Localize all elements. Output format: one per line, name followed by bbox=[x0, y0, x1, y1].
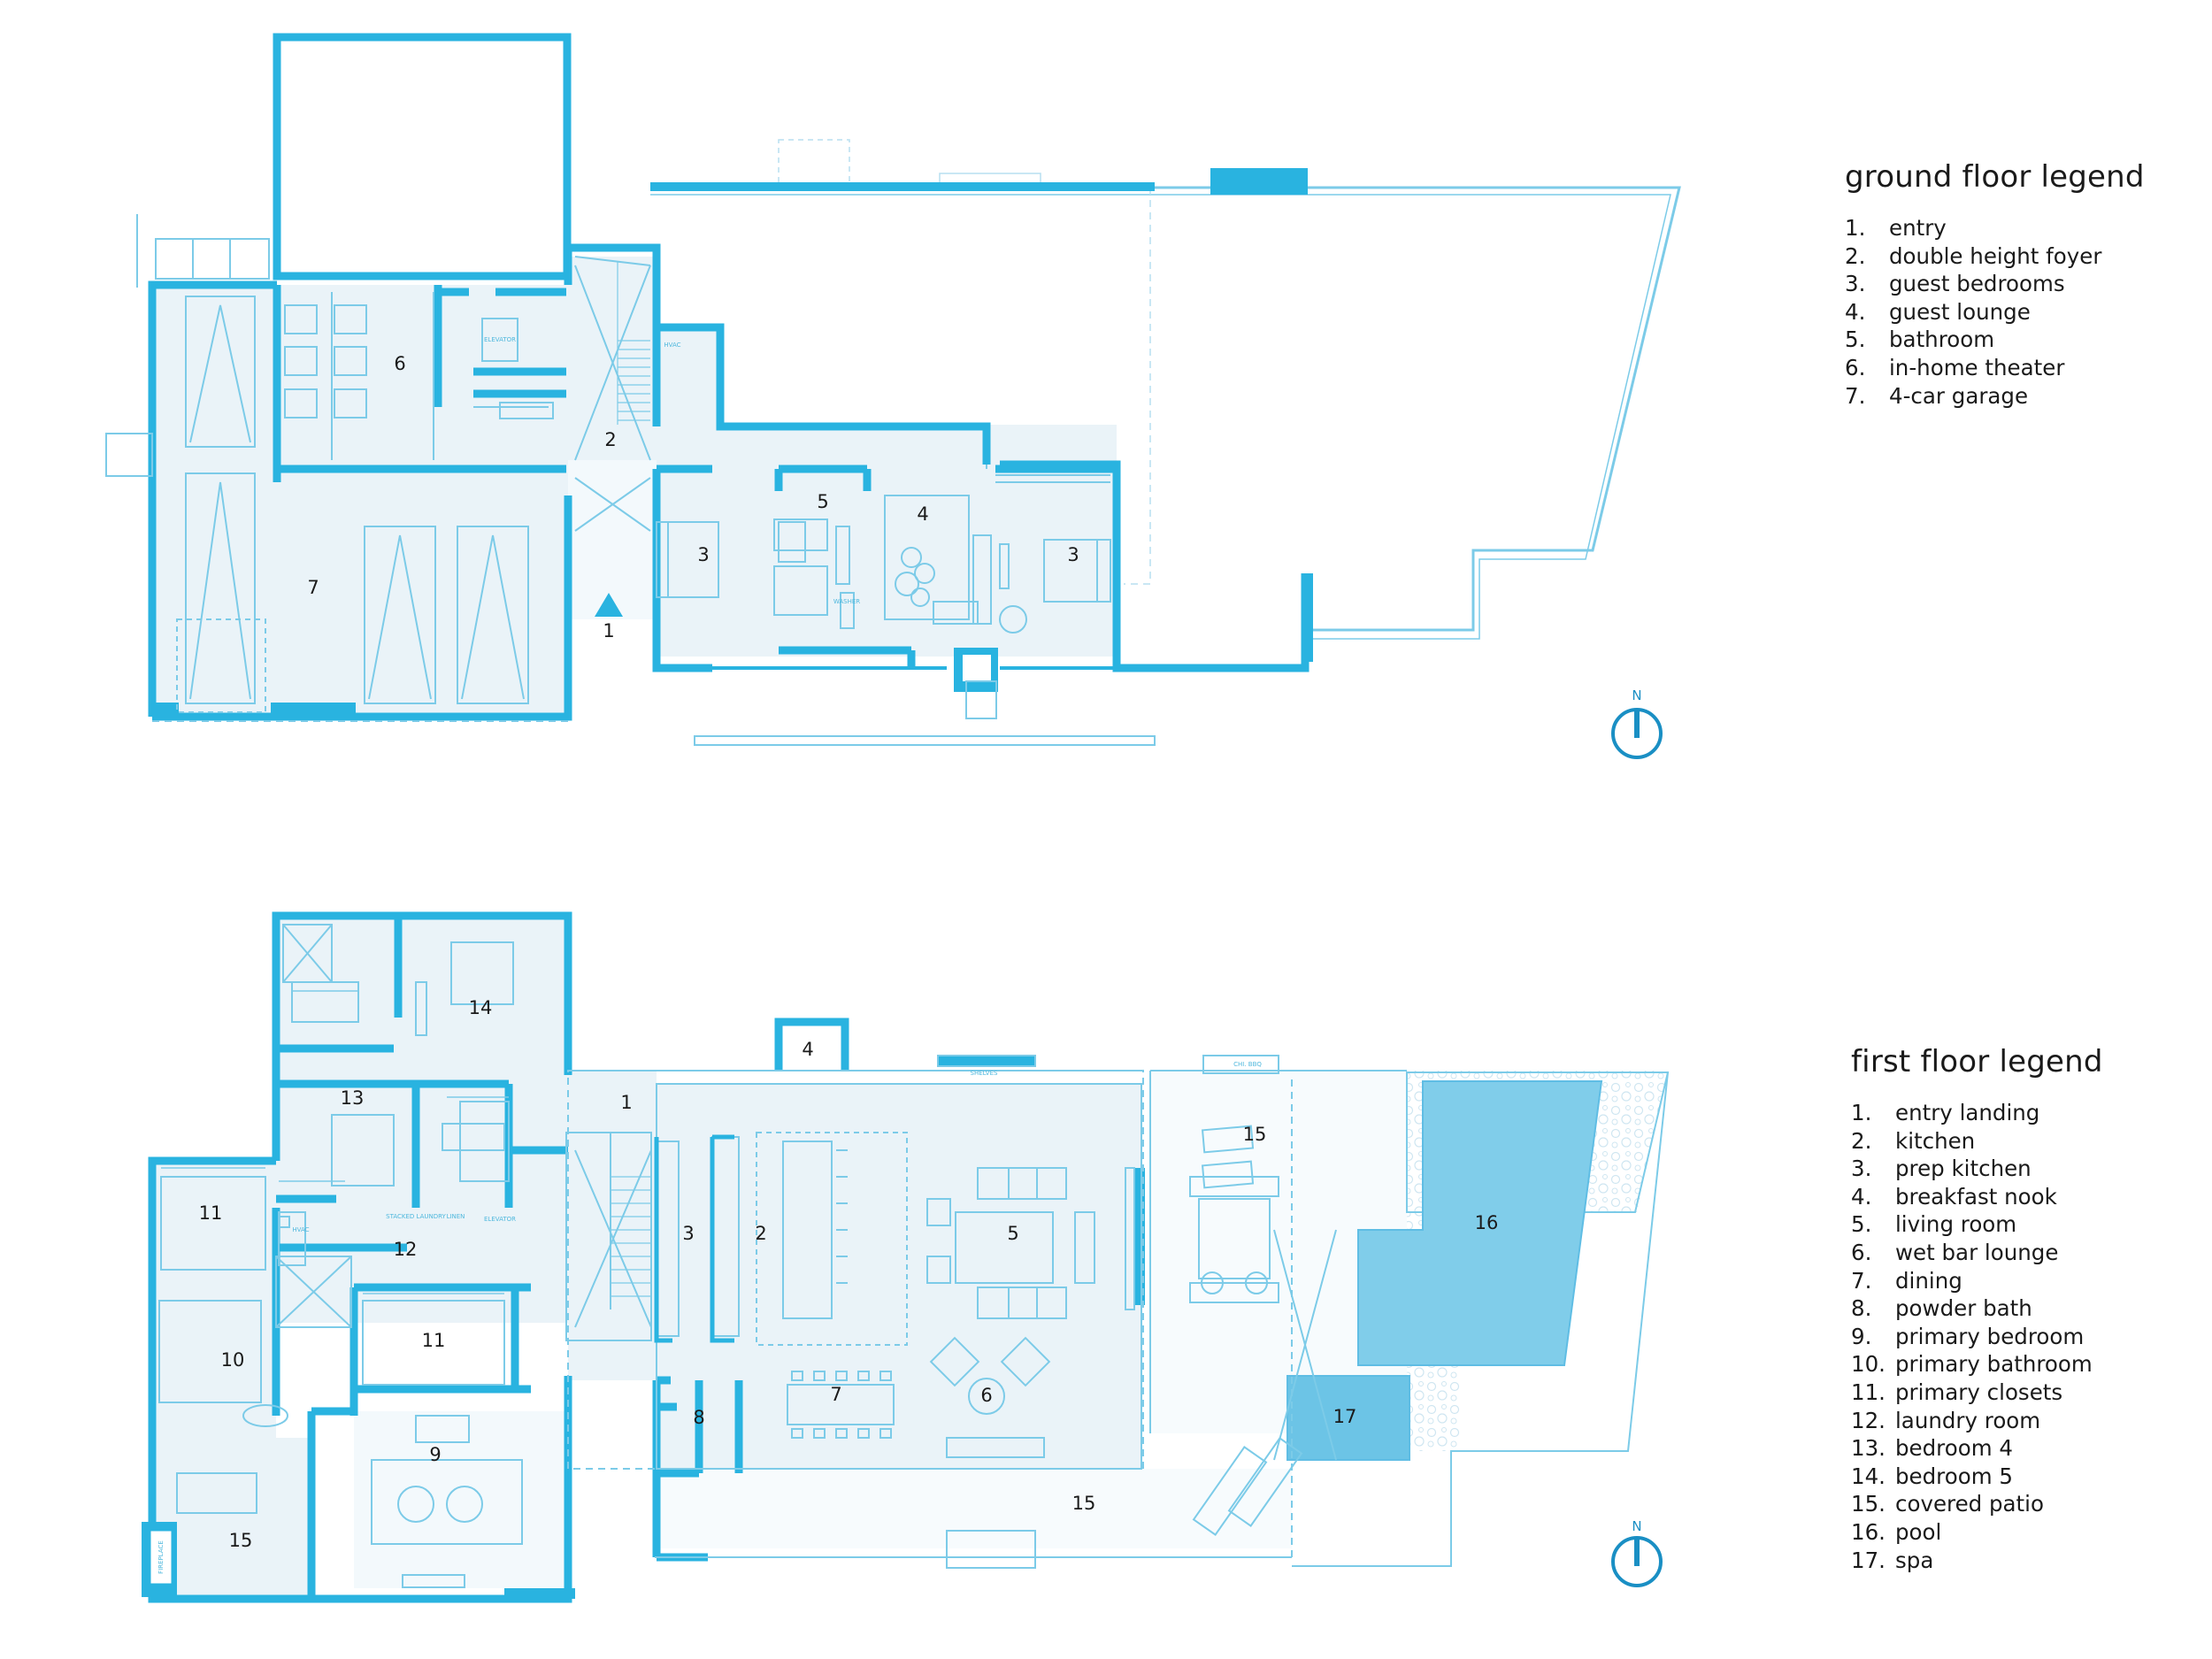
first-room-label: 14 bbox=[469, 997, 493, 1018]
ground-washer-label: WASHER bbox=[833, 598, 860, 605]
ground-floor-plan: ELEVATOR HVAC WASHE bbox=[105, 33, 1681, 759]
legend-item: 9.primary bedroom bbox=[1851, 1323, 2085, 1349]
ground-room-label: 3 bbox=[697, 544, 709, 565]
ground-room-label: 6 bbox=[394, 353, 405, 374]
ground-hvac-label: HVAC bbox=[664, 342, 680, 349]
legend-item: 6.wet bar lounge bbox=[1851, 1239, 2059, 1265]
legend-item: 16.pool bbox=[1851, 1518, 1942, 1545]
first-room-label: 8 bbox=[693, 1407, 704, 1428]
svg-text:N: N bbox=[1632, 687, 1641, 703]
ground-legend-list: 1.entry 2.double height foyer 3.guest be… bbox=[1845, 214, 2145, 410]
first-room-label: 3 bbox=[682, 1223, 694, 1244]
ground-floor-legend: ground floor legend 1.entry 2.double hei… bbox=[1845, 159, 2145, 410]
legend-item: 11.primary closets bbox=[1851, 1379, 2063, 1405]
legend-item: 6.in-home theater bbox=[1845, 354, 2065, 380]
legend-item: 12.laundry room bbox=[1851, 1407, 2041, 1433]
legend-item: 5.bathroom bbox=[1845, 326, 1995, 353]
ground-room-label: 5 bbox=[817, 491, 828, 512]
first-room-label: 9 bbox=[429, 1444, 441, 1465]
ground-elevator-label: ELEVATOR bbox=[484, 336, 516, 343]
first-room-label: 2 bbox=[755, 1223, 766, 1244]
legend-item: 17.spa bbox=[1851, 1547, 1934, 1573]
ground-room-label: 7 bbox=[307, 577, 319, 598]
ground-room-label: 2 bbox=[604, 429, 616, 450]
legend-item: 5.living room bbox=[1851, 1211, 2017, 1238]
legend-item: 1.entry landing bbox=[1851, 1100, 2040, 1125]
first-floor-plan: FIREPLACE SHELVES CHI. BBQ bbox=[142, 911, 1670, 1603]
legend-item: 15.covered patio bbox=[1851, 1491, 2044, 1517]
first-hvac-label: HVAC bbox=[292, 1226, 309, 1233]
first-room-label: 13 bbox=[341, 1087, 365, 1109]
legend-item: 14.bedroom 5 bbox=[1851, 1463, 2013, 1489]
ground-north-arrow-icon: N bbox=[1611, 687, 1663, 759]
legend-item: 4.breakfast nook bbox=[1851, 1183, 2057, 1210]
first-room-label: 15 bbox=[1072, 1493, 1096, 1514]
legend-item: 3.prep kitchen bbox=[1851, 1156, 2032, 1182]
pool bbox=[1357, 1080, 1603, 1366]
legend-item: 2.kitchen bbox=[1851, 1127, 1976, 1154]
first-room-label: 11 bbox=[422, 1330, 446, 1351]
first-room-label: 12 bbox=[394, 1239, 418, 1260]
legend-item: 13.bedroom 4 bbox=[1851, 1435, 2013, 1462]
legend-item: 7.4-car garage bbox=[1845, 382, 2029, 409]
first-room-label: 17 bbox=[1333, 1406, 1357, 1427]
bbq-label: CHI. BBQ bbox=[1233, 1061, 1262, 1068]
first-elevator-label: ELEVATOR bbox=[484, 1216, 516, 1223]
first-legend-title: first floor legend bbox=[1851, 1044, 2103, 1079]
ground-legend-title: ground floor legend bbox=[1845, 159, 2145, 195]
first-room-label: 4 bbox=[802, 1039, 813, 1060]
stacked-laundry-label: STACKED LAUNDRY bbox=[386, 1213, 446, 1220]
linen-label: LINEN bbox=[447, 1213, 465, 1220]
first-room-label: 5 bbox=[1007, 1223, 1018, 1244]
first-room-label: 1 bbox=[620, 1092, 632, 1113]
first-room-label: 11 bbox=[199, 1202, 223, 1224]
ground-room-label: 3 bbox=[1067, 544, 1079, 565]
legend-item: 1.entry bbox=[1845, 215, 1947, 241]
first-room-label: 7 bbox=[830, 1384, 841, 1405]
first-legend-list: 1.entry landing 2.kitchen 3.prep kitchen… bbox=[1851, 1099, 2103, 1574]
svg-text:N: N bbox=[1632, 1518, 1641, 1534]
first-room-label: 15 bbox=[229, 1530, 253, 1551]
legend-item: 2.double height foyer bbox=[1845, 242, 2102, 269]
legend-item: 8.powder bath bbox=[1851, 1295, 2032, 1322]
first-floor-legend: first floor legend 1.entry landing 2.kit… bbox=[1851, 1044, 2103, 1574]
first-north-arrow-icon: N bbox=[1611, 1518, 1663, 1587]
fireplace-label: FIREPLACE bbox=[157, 1540, 165, 1574]
legend-item: 3.guest bedrooms bbox=[1845, 271, 2065, 297]
first-room-label: 6 bbox=[980, 1385, 992, 1406]
ground-room-labels: 1 2 3 4 5 6 7 3 bbox=[307, 353, 1079, 641]
spa bbox=[1286, 1375, 1410, 1461]
ground-room-label: 1 bbox=[603, 620, 614, 641]
entry-arrow-icon bbox=[595, 593, 623, 617]
first-room-label: 16 bbox=[1475, 1212, 1499, 1233]
first-room-label: 10 bbox=[221, 1349, 245, 1371]
first-room-labels: 1 2 3 4 5 6 7 8 9 10 11 11 12 13 14 15 1… bbox=[199, 997, 1499, 1551]
legend-item: 10.primary bathroom bbox=[1851, 1351, 2093, 1378]
legend-item: 4.guest lounge bbox=[1845, 298, 2031, 325]
shelves-label: SHELVES bbox=[971, 1070, 998, 1077]
ground-site-outline bbox=[650, 186, 1681, 632]
ground-room-label: 4 bbox=[917, 503, 928, 525]
legend-item: 7.dining bbox=[1851, 1267, 1962, 1294]
first-room-label: 15 bbox=[1243, 1124, 1267, 1145]
